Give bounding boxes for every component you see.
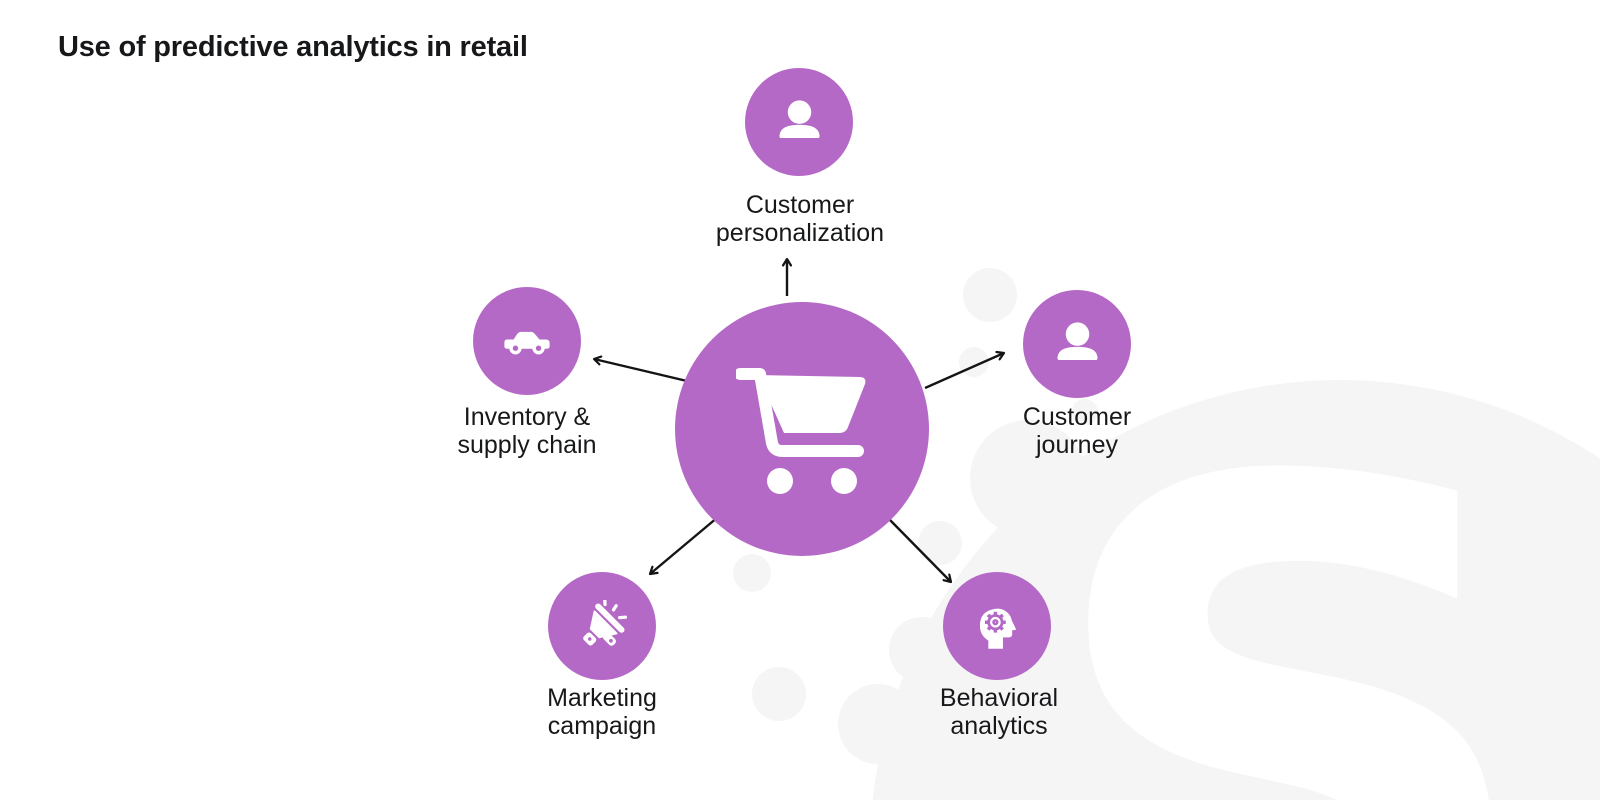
- node-inventory-supply-chain: [473, 287, 581, 395]
- arrow-to-behavioral-analytics: [887, 517, 953, 584]
- label-marketing-campaign: Marketing campaign: [452, 684, 752, 740]
- label-line: supply chain: [457, 431, 597, 459]
- arrow-to-marketing-campaign: [648, 516, 719, 576]
- label-line: journey: [1036, 431, 1118, 459]
- person-icon: [778, 99, 820, 138]
- label-customer-personalization: Customer personalization: [650, 191, 950, 247]
- person-icon: [1056, 321, 1098, 360]
- node-customer-personalization: [745, 68, 853, 176]
- page-title: Use of predictive analytics in retail: [58, 31, 528, 63]
- watermark-s-letter: S: [1038, 336, 1542, 800]
- arrow-to-inventory-supply-chain: [592, 355, 688, 383]
- hub-node-retail: [675, 302, 929, 556]
- head-gear-icon: [979, 608, 1016, 649]
- car-icon: [504, 331, 550, 355]
- node-customer-journey: [1023, 290, 1131, 398]
- watermark-dot: [733, 554, 771, 592]
- label-line: personalization: [715, 219, 885, 247]
- watermark-dot: [752, 667, 806, 721]
- label-customer-journey: Customer journey: [927, 403, 1227, 459]
- watermark-disc: [872, 380, 1600, 800]
- watermark-dot: [963, 268, 1017, 322]
- label-line: Marketing: [547, 684, 657, 712]
- label-line: Inventory &: [463, 403, 591, 431]
- arrow-to-customer-journey: [924, 350, 1006, 390]
- label-line: Customer: [745, 191, 855, 219]
- label-line: Behavioral: [939, 684, 1059, 712]
- label-line: Customer: [1022, 403, 1132, 431]
- shopping-cart-icon: [736, 368, 866, 494]
- label-behavioral-analytics: Behavioral analytics: [849, 684, 1149, 740]
- watermark-dot: [918, 521, 962, 565]
- watermark-dot: [1072, 399, 1098, 425]
- label-inventory-supply-chain: Inventory & supply chain: [377, 403, 677, 459]
- node-marketing-campaign: [548, 572, 656, 680]
- label-line: analytics: [950, 712, 1048, 740]
- megaphone-icon: [583, 600, 627, 646]
- node-behavioral-analytics: [943, 572, 1051, 680]
- label-line: campaign: [547, 712, 657, 740]
